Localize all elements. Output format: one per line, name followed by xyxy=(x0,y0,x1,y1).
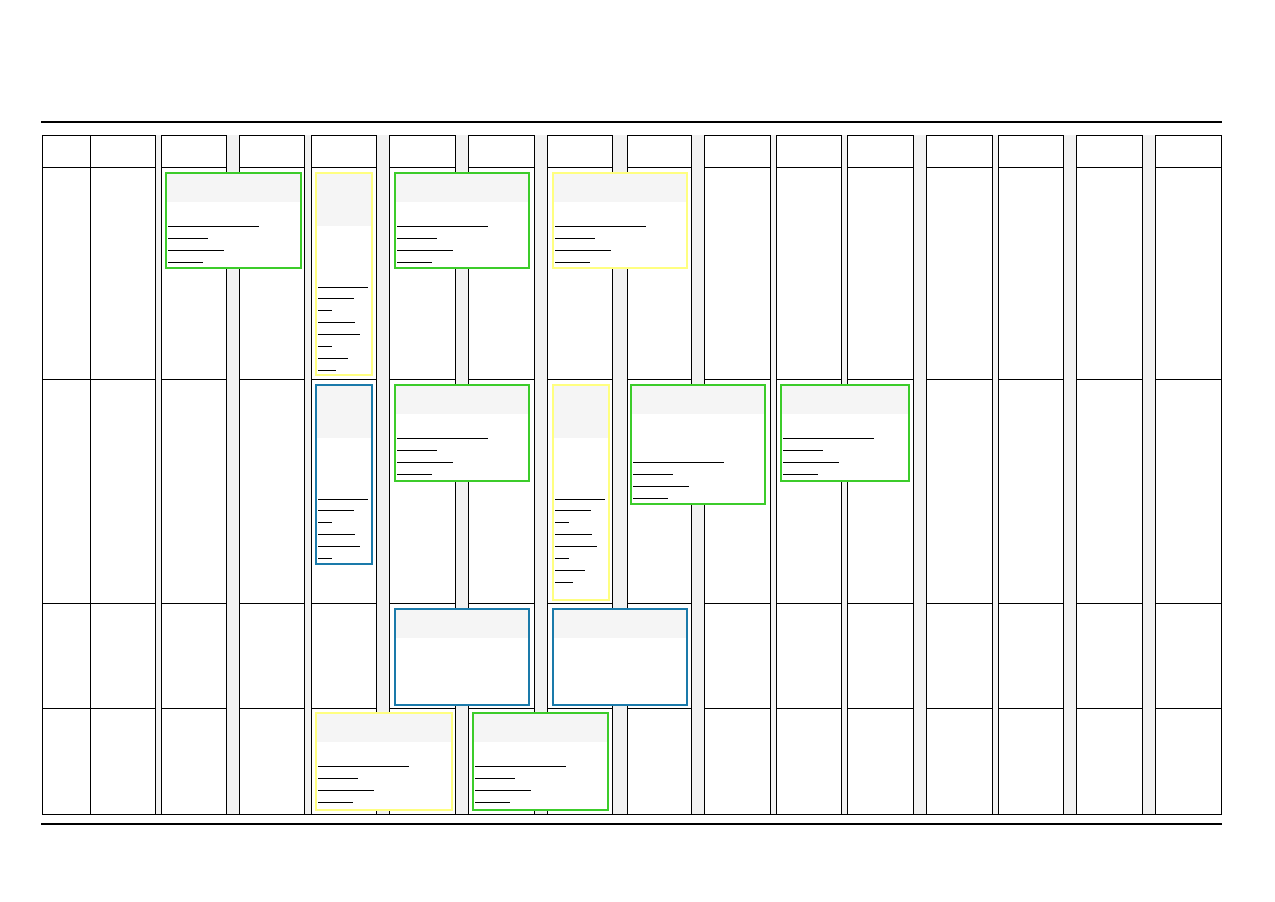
event-card-text-line xyxy=(318,766,409,767)
event-card-header xyxy=(554,386,608,438)
event-card-text-line xyxy=(555,510,591,511)
event-card-text-line xyxy=(633,462,724,463)
event-card xyxy=(552,608,688,706)
event-card-text-line xyxy=(555,238,595,239)
event-card-text-line xyxy=(318,334,360,335)
event-card-text-line xyxy=(318,358,348,359)
event-card-text-line xyxy=(783,438,874,439)
top-rule xyxy=(41,121,1222,123)
grid-column-divider xyxy=(90,135,91,814)
event-card-text-line xyxy=(397,262,432,263)
grid-column-gutter xyxy=(155,135,162,814)
event-card-text-line xyxy=(318,522,332,523)
event-card-text-line xyxy=(555,262,590,263)
event-card-text-line xyxy=(318,370,336,371)
event-card-text-line xyxy=(555,570,585,571)
grid-column-gutter xyxy=(304,135,312,814)
event-card-text-line xyxy=(397,250,453,251)
grid-column-gutter xyxy=(770,135,777,814)
grid-row-divider xyxy=(42,603,1221,604)
event-card-text-line xyxy=(168,250,224,251)
event-card-text-line xyxy=(555,582,573,583)
event-card xyxy=(552,172,688,269)
event-card-header xyxy=(317,386,371,438)
grid-row-divider xyxy=(42,379,1221,380)
event-card-header xyxy=(396,386,528,414)
event-card-header xyxy=(474,714,607,742)
event-card-text-line xyxy=(783,474,818,475)
event-card xyxy=(315,384,373,565)
event-card-header xyxy=(396,174,528,202)
event-card-text-line xyxy=(397,450,437,451)
event-card-header xyxy=(782,386,908,414)
event-card-text-line xyxy=(555,522,569,523)
event-card-text-line xyxy=(397,438,488,439)
event-card xyxy=(780,384,910,482)
event-card-header xyxy=(632,386,764,414)
event-card xyxy=(630,384,766,505)
event-card xyxy=(165,172,302,269)
event-card-text-line xyxy=(555,226,646,227)
event-card-header xyxy=(554,174,686,202)
event-card-text-line xyxy=(397,474,432,475)
grid-row-divider xyxy=(42,708,1221,709)
event-card-text-line xyxy=(397,238,437,239)
event-card-text-line xyxy=(318,298,354,299)
grid-column-gutter xyxy=(1142,135,1156,814)
event-card-text-line xyxy=(475,766,566,767)
event-card xyxy=(552,384,610,601)
event-card-text-line xyxy=(318,778,358,779)
grid-column-gutter xyxy=(376,135,390,814)
event-card-text-line xyxy=(555,250,611,251)
event-card-text-line xyxy=(475,802,510,803)
event-card xyxy=(394,608,530,706)
grid-column-gutter xyxy=(1063,135,1077,814)
event-card-text-line xyxy=(318,802,353,803)
event-card xyxy=(394,172,530,269)
event-card-text-line xyxy=(397,462,453,463)
grid-column-gutter xyxy=(992,135,999,814)
event-card-text-line xyxy=(633,498,668,499)
grid-header-divider xyxy=(42,167,1221,168)
event-card-text-line xyxy=(318,499,368,500)
event-card-text-line xyxy=(318,790,374,791)
event-card-text-line xyxy=(555,558,569,559)
grid-frame xyxy=(42,135,1222,815)
grid-column-gutter xyxy=(913,135,927,814)
event-card-text-line xyxy=(783,462,839,463)
event-card-text-line xyxy=(633,486,689,487)
event-card-header xyxy=(317,174,371,226)
event-card-text-line xyxy=(397,226,488,227)
event-card xyxy=(394,384,530,482)
event-card-header xyxy=(396,610,528,638)
event-card-text-line xyxy=(168,226,259,227)
event-card-text-line xyxy=(318,346,332,347)
event-card xyxy=(315,712,453,811)
event-card-text-line xyxy=(318,558,332,559)
event-card xyxy=(472,712,609,811)
event-card-text-line xyxy=(318,534,355,535)
event-card-header xyxy=(317,714,451,742)
event-card-text-line xyxy=(633,474,673,475)
event-card-text-line xyxy=(318,310,332,311)
event-card-text-line xyxy=(783,450,823,451)
event-card-text-line xyxy=(475,790,531,791)
bottom-rule xyxy=(41,823,1222,825)
grid-column-gutter xyxy=(226,135,240,814)
grid-column-gutter xyxy=(534,135,548,814)
event-card-text-line xyxy=(318,287,368,288)
event-card-text-line xyxy=(555,546,597,547)
event-card xyxy=(315,172,373,376)
event-card-header xyxy=(167,174,300,202)
event-card-text-line xyxy=(168,262,203,263)
event-card-text-line xyxy=(475,778,515,779)
event-card-text-line xyxy=(555,499,605,500)
event-card-text-line xyxy=(555,534,592,535)
event-card-text-line xyxy=(168,238,208,239)
event-card-text-line xyxy=(318,322,355,323)
event-card-text-line xyxy=(318,546,360,547)
event-card-text-line xyxy=(318,510,354,511)
event-card-header xyxy=(554,610,686,638)
